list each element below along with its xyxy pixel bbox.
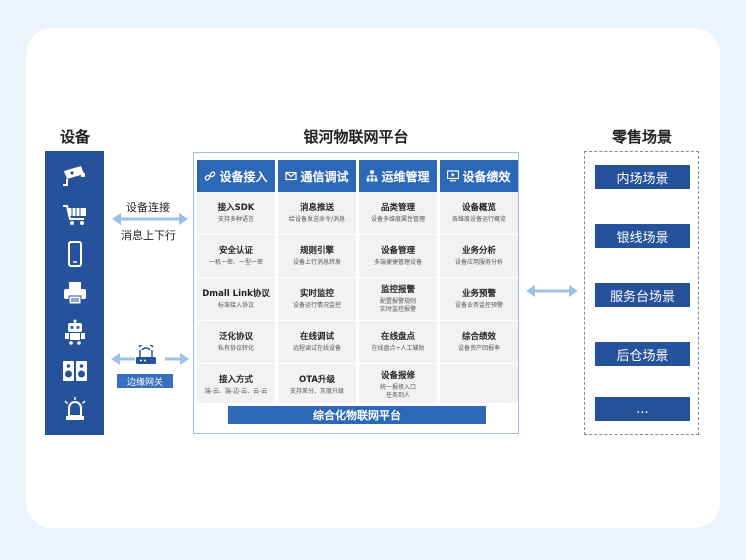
column-title: 设备绩效 (462, 169, 511, 184)
feature-cell: 业务分析设备应用服务分析 (440, 235, 518, 278)
feature-cell: 实时监控设备运行情况监控 (278, 278, 356, 321)
feature-cell: 设备报修统一报修入口任务到人 (359, 364, 437, 407)
alarm-light-icon (60, 396, 90, 422)
feature-cell: 规则引擎设备上行消息转发 (278, 235, 356, 278)
monitor-icon (447, 170, 460, 182)
scene-block: 内场场景 (595, 165, 690, 189)
feature-cell: 泛化协议私有协议转化 (197, 321, 275, 364)
feature-cell: Dmall Link协议标准接入协议 (197, 278, 275, 321)
feature-cell: 安全认证一机一密、一型一密 (197, 235, 275, 278)
feature-cell: 在线盘点在线盘点+人工辅助 (359, 321, 437, 364)
gateway-label: 边缘网关 (117, 374, 173, 388)
double-arrow-gateway (111, 353, 189, 365)
column-header-device-performance: 设备绩效 (440, 160, 518, 192)
platform-title: 银河物联网平台 (303, 128, 409, 146)
double-arrow-right (526, 285, 578, 297)
feature-cell: 业务预警设备业务监控预警 (440, 278, 518, 321)
scene-block: 银线场景 (595, 224, 690, 248)
printer-icon (60, 280, 90, 306)
retail-title: 零售场景 (611, 128, 672, 146)
feature-cell: 综合绩效设备资产回报率 (440, 321, 518, 364)
robot-icon (60, 319, 90, 345)
platform-bottom-bar: 综合化物联网平台 (228, 406, 486, 424)
column-communication-debug: 通信调试 消息推送给设备发送命令/消息 规则引擎设备上行消息转发 实时监控设备运… (278, 160, 356, 407)
column-title: 运维管理 (381, 169, 430, 184)
column-header-ops-management: 运维管理 (359, 160, 437, 192)
column-header-communication-debug: 通信调试 (278, 160, 356, 192)
feature-cell: 设备概览各维度设备运行概览 (440, 192, 518, 235)
org-chart-icon (366, 170, 378, 182)
mail-icon (285, 171, 298, 181)
feature-cell: 设备管理多端便捷管理设备 (359, 235, 437, 278)
column-title: 设备接入 (219, 169, 268, 184)
speaker-icon (60, 358, 90, 384)
phone-icon (60, 241, 90, 268)
scene-block: 后仓场景 (595, 342, 690, 366)
feature-cell: OTA升级支持差分、灰度升级 (278, 364, 356, 407)
connection-label-device-link: 设备连接 (126, 201, 170, 214)
router-icon (136, 345, 156, 364)
scene-block: 服务台场景 (595, 283, 690, 307)
feature-cell: 接入方式端-云、端-边-云、云-云 (197, 364, 275, 407)
link-icon (205, 171, 216, 181)
column-header-device-access: 设备接入 (197, 160, 275, 192)
shopping-cart-icon (60, 202, 90, 228)
double-arrow-top (112, 213, 188, 225)
column-device-performance: 设备绩效 设备概览各维度设备运行概览 业务分析设备应用服务分析 业务预警设备业务… (440, 160, 518, 403)
device-column (45, 151, 104, 435)
scene-block: ... (595, 397, 690, 421)
column-ops-management: 运维管理 品类管理设备多维度属性管理 设备管理多端便捷管理设备 监控报警配置报警… (359, 160, 437, 407)
feature-cell: 在线调试远程调试在线设备 (278, 321, 356, 364)
camera-icon (60, 163, 90, 189)
feature-cell: 监控报警配置报警规则实时监控报警 (359, 278, 437, 321)
connection-label-message: 消息上下行 (121, 229, 176, 242)
retail-scenes-box: 内场场景 银线场景 服务台场景 后仓场景 ... (584, 151, 699, 435)
column-title: 通信调试 (300, 169, 349, 184)
devices-title: 设备 (59, 128, 90, 146)
feature-cell: 品类管理设备多维度属性管理 (359, 192, 437, 235)
feature-cell: 消息推送给设备发送命令/消息 (278, 192, 356, 235)
